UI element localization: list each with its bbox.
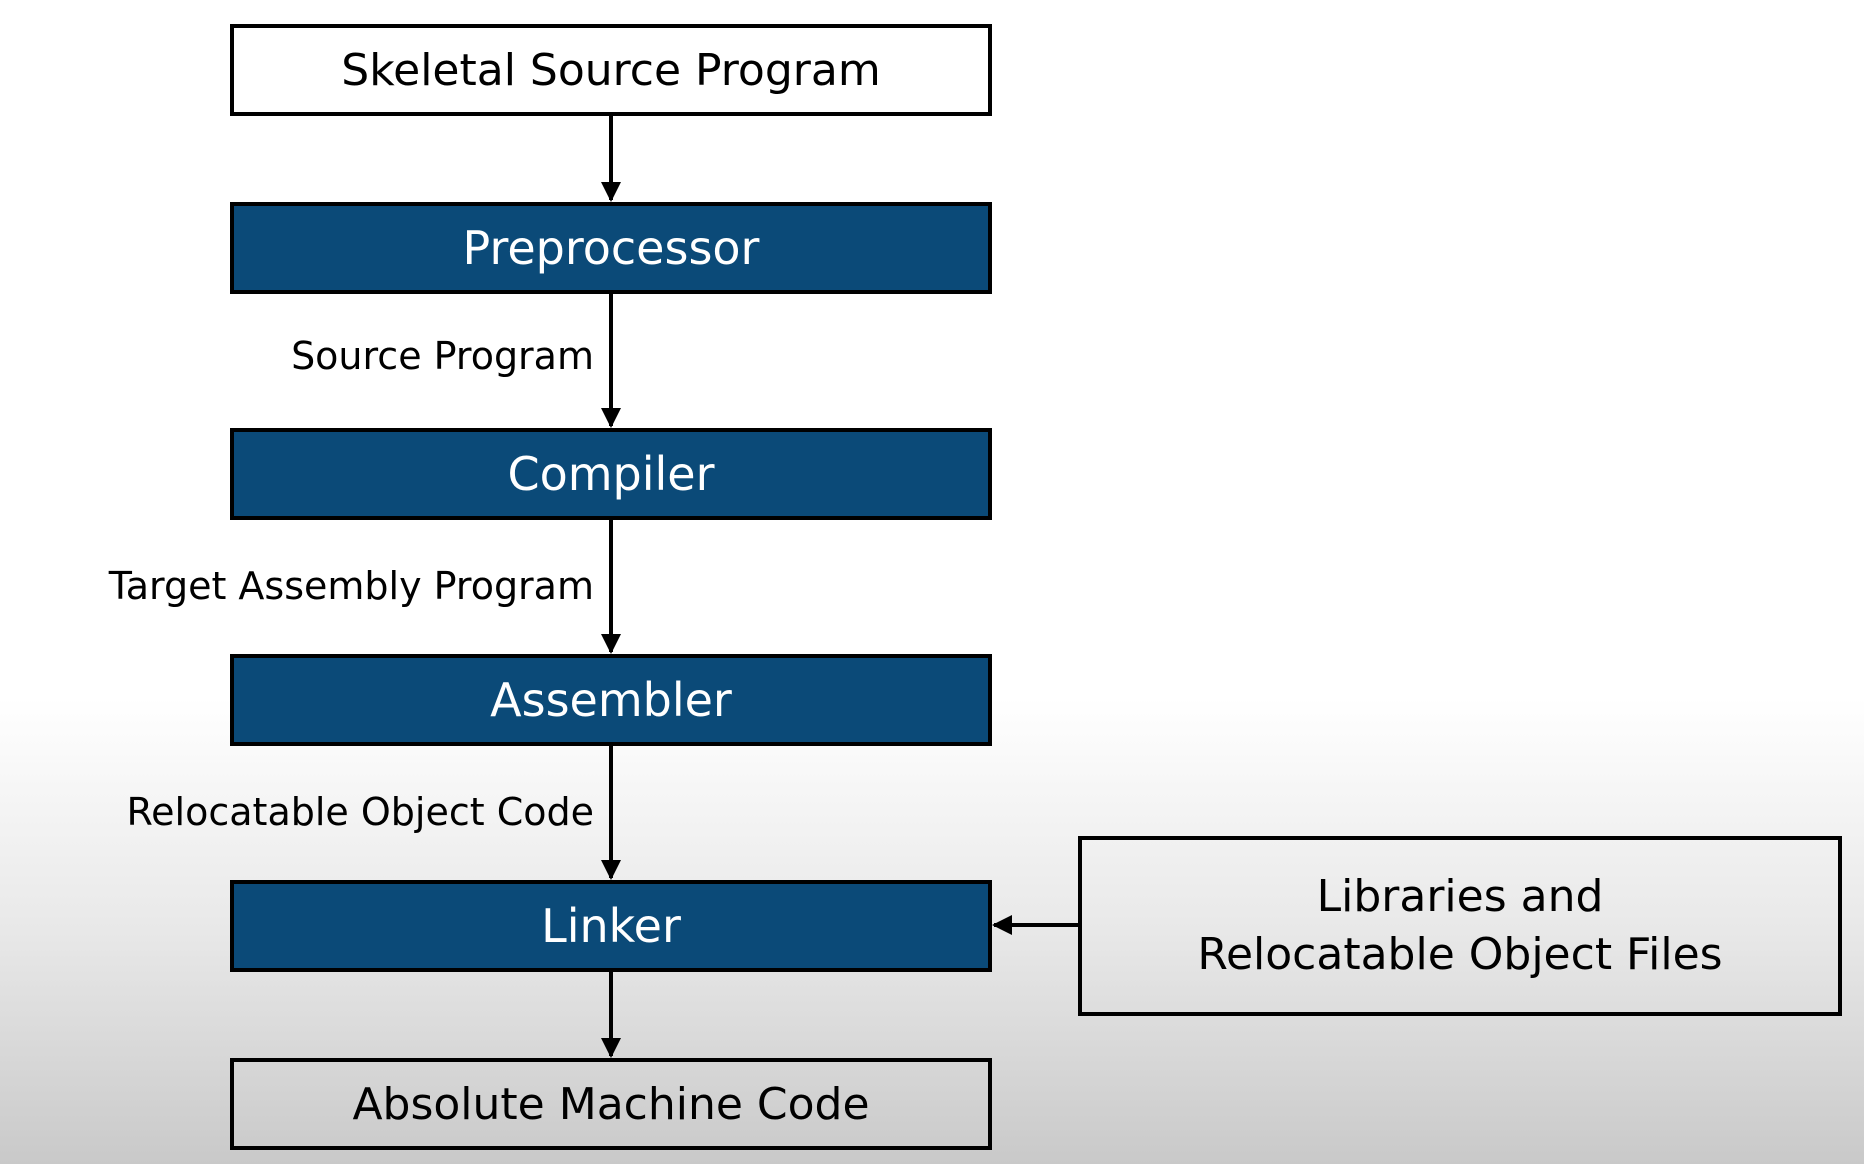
node-absolute-machine-code: Absolute Machine Code — [230, 1058, 992, 1150]
node-assembler: Assembler — [230, 654, 992, 746]
node-absolute-machine-code-label: Absolute Machine Code — [352, 1078, 870, 1130]
node-preprocessor: Preprocessor — [230, 202, 992, 294]
node-skeletal-source-program: Skeletal Source Program — [230, 24, 992, 116]
node-assembler-label: Assembler — [490, 673, 732, 727]
node-libraries-label-line2: Relocatable Object Files — [1197, 929, 1723, 980]
edge-label-source-program: Source Program — [291, 334, 594, 378]
node-linker: Linker — [230, 880, 992, 972]
node-skeletal-source-program-label: Skeletal Source Program — [341, 44, 881, 96]
node-compiler-label: Compiler — [507, 447, 715, 501]
node-libraries-label-line1: Libraries and — [1316, 871, 1604, 922]
node-linker-label: Linker — [541, 899, 681, 953]
node-compiler: Compiler — [230, 428, 992, 520]
edge-label-relocatable-object-code: Relocatable Object Code — [126, 790, 594, 834]
node-libraries-and-relocatable-object-files: Libraries and Relocatable Object Files — [1078, 836, 1842, 1016]
edge-label-target-assembly-program: Target Assembly Program — [108, 564, 594, 608]
node-preprocessor-label: Preprocessor — [462, 221, 760, 275]
